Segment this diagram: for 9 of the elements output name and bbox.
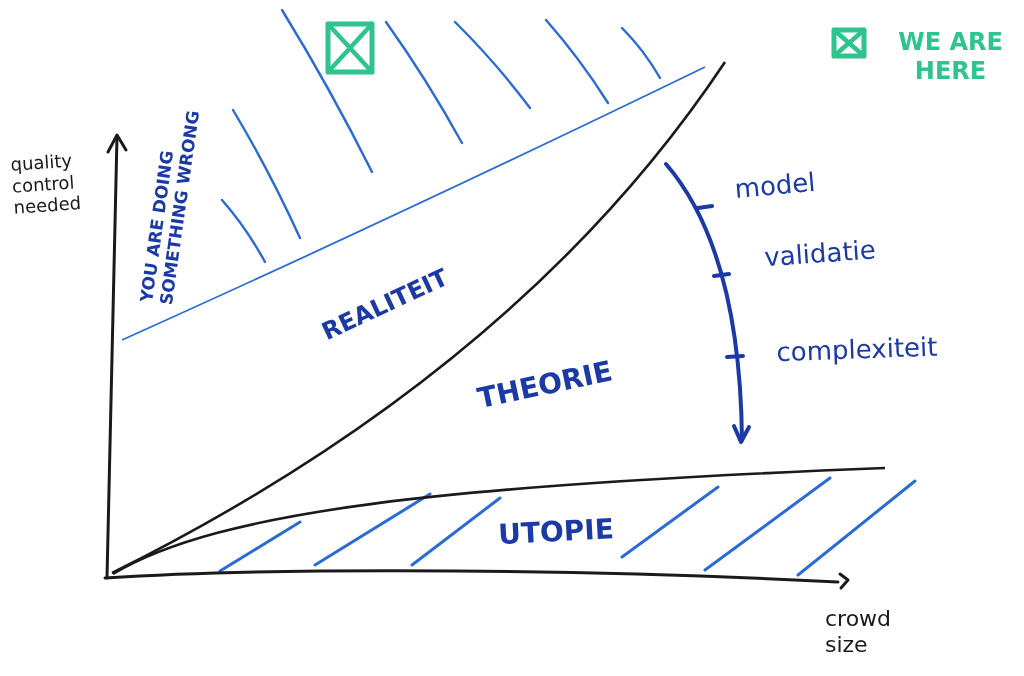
step-label: validatie [763, 234, 877, 274]
legend-label: WE ARE HERE [897, 28, 1004, 86]
region-label: THEORIE [474, 354, 616, 416]
region-label: UTOPIE [497, 512, 615, 552]
step-label: complexiteit [776, 331, 938, 369]
region-label: YOU ARE DOING SOMETHING WRONG [136, 108, 205, 307]
step-label: model [733, 166, 817, 206]
axis-label: quality control needed [9, 148, 83, 219]
axis-label: crowd size [825, 605, 893, 659]
